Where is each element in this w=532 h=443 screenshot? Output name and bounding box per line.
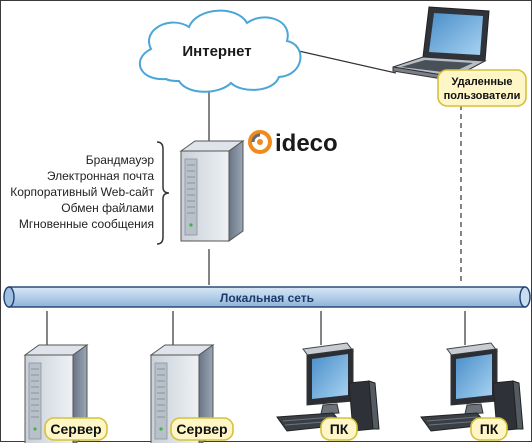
node-label: Сервер [176,421,227,437]
node-badge: Сервер [170,417,234,441]
ideco-logo: ideco [248,130,338,157]
node-badge: ПК [320,417,358,441]
service-item: Электронная почта [47,169,154,183]
lan-bus: Локальная сеть [3,286,531,308]
lan-label: Локальная сеть [220,291,314,305]
services-list: Брандмауэр Электронная почта Корпоративн… [10,153,154,231]
internet-label: Интернет [182,43,251,60]
internet-cloud-icon: Интернет [139,9,302,93]
services-brace [156,141,170,245]
service-item: Корпоративный Web-сайт [10,185,154,199]
brand-text: ideco [275,130,338,157]
node-badge: Сервер [44,417,108,441]
service-item: Мгновенные сообщения [19,217,154,231]
service-item: Брандмауэр [86,153,155,167]
remote-users-badge: Удаленные пользователи [437,69,527,107]
node-badge: ПК [470,417,508,441]
node-label: Сервер [50,421,101,437]
node-label: ПК [480,421,499,437]
remote-users-label-line1: Удаленные [451,76,512,88]
workstation-icon [420,342,524,432]
node-label: ПК [330,421,349,437]
remote-users-label-line2: пользователи [444,90,521,102]
service-item: Обмен файлами [61,201,154,215]
gateway-server-icon [180,140,244,242]
